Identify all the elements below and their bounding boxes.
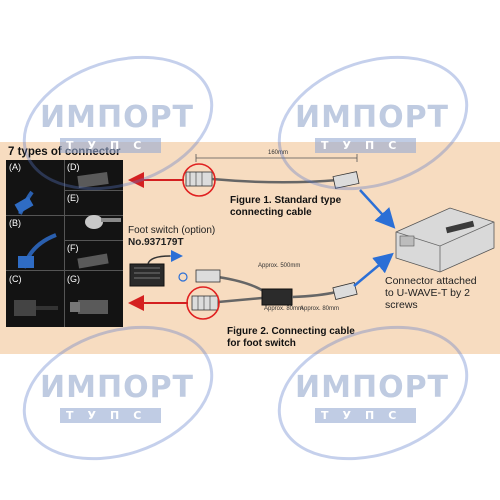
foot-switch-cable (129, 255, 358, 311)
dim-approx-80-b: Approx. 80mm (300, 306, 340, 312)
figure2-caption: Figure 2. Connecting cable for foot swit… (227, 326, 355, 350)
connector-note-line1: Connector attached (385, 275, 477, 287)
connector-label-e: (E) (67, 193, 79, 203)
length-label: 160mm (268, 150, 289, 156)
watermark-sub: ТУПС (60, 138, 162, 153)
connector-note: Connector attached to U-WAVE-T by 2 scre… (385, 275, 477, 311)
watermark-brand: ИМПОРТ (40, 100, 195, 135)
connector-label-g: (G) (67, 274, 80, 284)
standard-cable (185, 154, 360, 189)
u-wave-t-device (395, 207, 495, 273)
figure1-caption-line2: connecting cable (230, 207, 312, 218)
connector-photos (6, 160, 123, 327)
watermark-sub: ТУПС (315, 138, 417, 153)
watermark-brand: ИМПОРТ (40, 370, 195, 405)
figure1-caption: Figure 1. Standard type connecting cable (230, 195, 341, 219)
figure2-caption-line1: Figure 2. Connecting cable (227, 326, 355, 337)
foot-switch-model: No.937179T (128, 237, 184, 248)
connector-label-d: (D) (67, 162, 80, 172)
foot-switch-name: Foot switch (option) (128, 225, 216, 236)
figure1-caption-line1: Figure 1. Standard type (230, 195, 342, 206)
connector-label-f: (F) (67, 243, 79, 253)
connector-label-c: (C) (9, 274, 22, 284)
blue-arrow-2 (353, 252, 394, 287)
watermark-brand: ИМПОРТ (295, 100, 450, 135)
connector-note-line3: screws (385, 299, 418, 311)
watermark-brand: ИМПОРТ (295, 370, 450, 405)
connector-panel: (A) (B) (C) (D) (E) (F) (G) (6, 160, 123, 327)
figure2-caption-line2: for foot switch (227, 338, 296, 349)
foot-switch-label: Foot switch (option) No.937179T (128, 225, 215, 249)
blue-arrow-1 (359, 189, 396, 229)
watermark-sub: ТУПС (60, 408, 162, 423)
foot-switch-marker (178, 272, 188, 282)
dim-approx-80-a: Approx. 80mm (264, 306, 304, 312)
watermark-sub: ТУПС (315, 408, 417, 423)
connector-label-a: (A) (9, 162, 21, 172)
connector-note-line2: to U-WAVE-T by 2 (385, 287, 470, 299)
connector-label-b: (B) (9, 218, 21, 228)
dim-approx-500: Approx. 500mm (258, 263, 301, 269)
